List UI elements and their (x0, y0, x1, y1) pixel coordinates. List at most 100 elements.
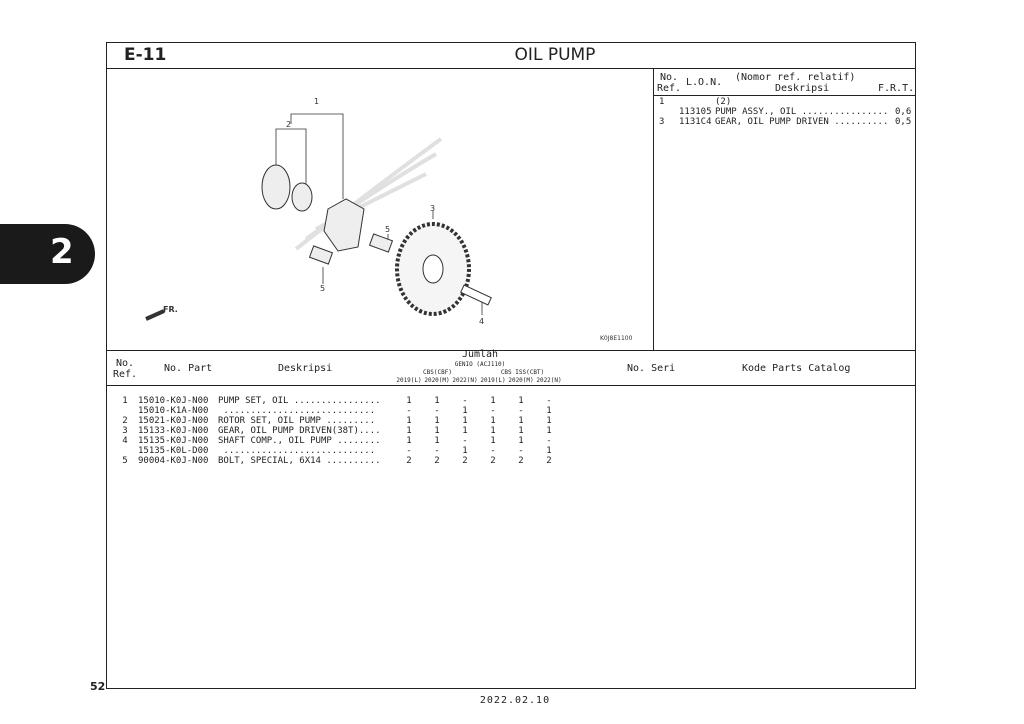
cell-desc: ROTOR SET, OIL PUMP ......... (218, 416, 376, 426)
header-catalog: Kode Parts Catalog (742, 363, 851, 374)
cell-qty: - (490, 406, 496, 416)
cell-ref (112, 446, 138, 456)
cell-qty: 2 (406, 456, 412, 466)
cell-qty: 2 (462, 456, 468, 466)
cell-qty: 1 (434, 436, 440, 446)
cell-qty: 1 (406, 436, 412, 446)
cell-ref: 3 (122, 426, 128, 436)
header-years: 2019(L)2020(M)2022(N)2019(L)2020(M)2022(… (396, 377, 562, 384)
page-number: 52 (90, 680, 106, 693)
table-row: 4 15135-K0J-N00 SHAFT COMP., OIL PUMP ....… (112, 436, 563, 446)
header-desc: Deskripsi (278, 363, 333, 374)
parts-table-body: 1 15010-K0J-N00 PUMP SET, OIL ............… (112, 396, 563, 466)
divider (106, 385, 916, 386)
pump-cover (323, 198, 365, 252)
cell-qty: 1 (546, 446, 552, 456)
front-arrow-icon (145, 309, 165, 321)
page-title: OIL PUMP (514, 45, 596, 65)
cell-desc: PUMP SET, OIL ................ (218, 396, 381, 406)
header-serial: No. Seri (627, 363, 676, 374)
header-part: No. Part (164, 363, 213, 374)
inner-rotor (291, 182, 313, 212)
header-jumlah: Jumlah (461, 349, 499, 360)
header-group-cbf: CBS(CBF) (423, 369, 452, 376)
oil-pump-parts (145, 164, 492, 321)
header-model: GENIO (ACJ110) (454, 361, 506, 368)
cell-qty: 1 (406, 426, 412, 436)
cell-qty: 1 (462, 426, 468, 436)
cell-desc: GEAR, OIL PUMP DRIVEN(38T).... (218, 426, 381, 436)
cell-desc: ............................ (218, 446, 376, 456)
exploded-diagram: 1 2 3 4 5 5 FR. K0J8E1100 (145, 97, 633, 342)
cell-qty: 1 (406, 416, 412, 426)
cell-part: 15010-K1A-N00 (138, 406, 209, 416)
print-date: 2022.02.10 (479, 695, 551, 706)
cell-qty: - (490, 446, 496, 456)
cell-qty: - (546, 396, 552, 406)
divider (106, 68, 916, 69)
cell-qty: - (518, 446, 524, 456)
pump-shaft (460, 284, 492, 306)
cell-part: 15021-K0J-N00 (138, 416, 209, 426)
divider (653, 68, 654, 350)
callout: 3 (430, 204, 435, 213)
cell-qty: 1 (462, 416, 468, 426)
frt-header-ref: No.Ref. (656, 72, 682, 94)
cell-desc: ............................ (218, 406, 376, 416)
cell-part: 15010-K0J-N00 (138, 396, 209, 406)
diagram-code: K0J8E1100 (600, 335, 633, 342)
cell-qty: 1 (406, 396, 412, 406)
bolt (368, 233, 394, 253)
callout: 4 (479, 317, 484, 326)
cell-qty: 1 (490, 426, 496, 436)
cell-qty: - (546, 436, 552, 446)
cell-qty: 1 (546, 416, 552, 426)
bolt (308, 245, 334, 265)
cell-ref (112, 406, 138, 416)
cell-desc: SHAFT COMP., OIL PUMP ........ (218, 436, 381, 446)
table-row: 1 15010-K0J-N00 PUMP SET, OIL ............… (112, 396, 563, 406)
divider (106, 350, 916, 351)
cell-qty: 1 (518, 436, 524, 446)
frt-header-desc2: Deskripsi (775, 83, 830, 94)
page-frame (106, 42, 916, 689)
table-row: 15010-K1A-N00 ..........................… (112, 406, 563, 416)
cell-part: 90004-K0J-N00 (138, 456, 209, 466)
cell-qty: 2 (434, 456, 440, 466)
frt-header-desc1: (Nomor ref. relatif) (735, 72, 856, 83)
cell-part: 15135-K0L-D00 (138, 446, 209, 456)
frt-row: 1(2) (659, 97, 732, 107)
outer-rotor (261, 164, 291, 210)
cell-qty: - (434, 446, 440, 456)
cell-qty: 1 (434, 426, 440, 436)
cell-qty: 1 (546, 426, 552, 436)
cell-qty: 1 (490, 416, 496, 426)
cell-qty: 2 (518, 456, 524, 466)
cell-qty: 1 (518, 416, 524, 426)
cell-qty: 1 (546, 406, 552, 416)
callout: 1 (314, 97, 319, 106)
cell-qty: 1 (490, 396, 496, 406)
cell-part: 15133-K0J-N00 (138, 426, 209, 436)
cell-qty: 2 (490, 456, 496, 466)
table-row: 3 15133-K0J-N00 GEAR, OIL PUMP DRIVEN(38T)… (112, 426, 563, 436)
cell-ref: 5 (122, 456, 128, 466)
cell-part: 15135-K0J-N00 (138, 436, 209, 446)
cell-qty: - (406, 446, 412, 456)
cell-qty: 2 (546, 456, 552, 466)
chapter-number: 2 (50, 232, 74, 272)
section-code: E-11 (124, 45, 167, 65)
callout: 5 (385, 225, 390, 234)
chapter-tab (0, 224, 95, 284)
cell-qty: 1 (518, 426, 524, 436)
callout: 2 (286, 120, 291, 129)
header-group-cbt: CBS ISS(CBT) (500, 369, 545, 376)
callout-leader (290, 113, 344, 199)
cell-qty: 1 (518, 396, 524, 406)
cell-ref: 4 (122, 436, 128, 446)
cell-qty: - (406, 406, 412, 416)
